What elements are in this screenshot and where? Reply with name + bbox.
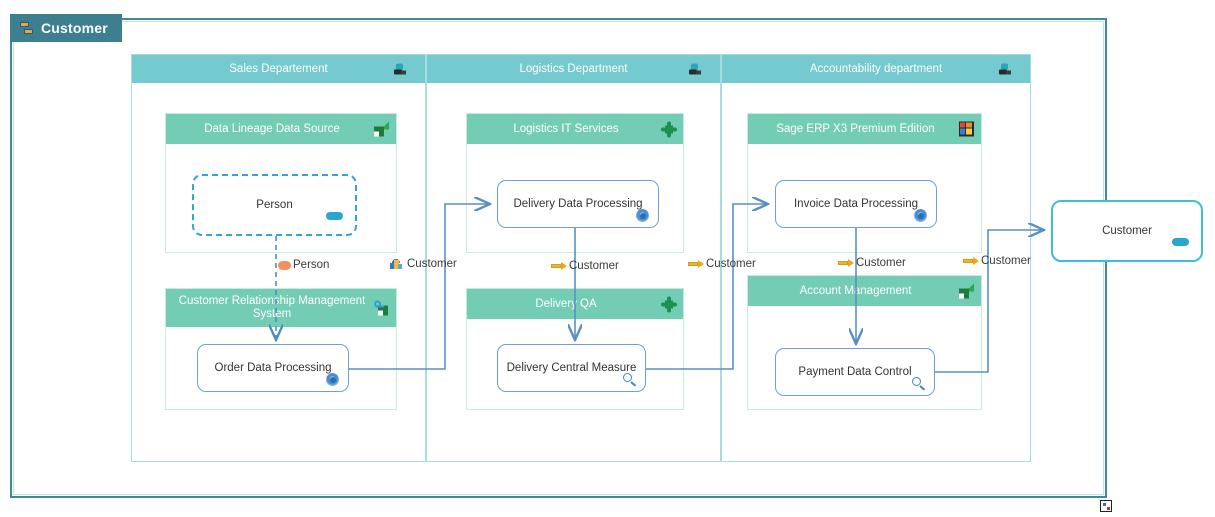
multicolor-chart-icon — [390, 259, 405, 269]
application-header[interactable]: Sage ERP X3 Premium Edition — [748, 114, 981, 144]
process-label: Delivery Central Measure — [506, 362, 637, 374]
application-title: Customer Relationship Management System — [178, 295, 366, 320]
application-header[interactable]: Logistics IT Services — [467, 114, 683, 144]
application-data-lineage-data-source[interactable]: Data Lineage Data Source — [165, 113, 397, 253]
application-title: Logistics IT Services — [513, 122, 619, 135]
application-component-icon — [374, 121, 389, 137]
swimlane-title: Sales Departement — [229, 63, 328, 75]
data-object-label: Customer — [1102, 225, 1152, 237]
orange-arrow-icon — [838, 259, 854, 267]
orange-arrow-icon — [551, 262, 567, 270]
swimlane-header[interactable]: Logistics Department — [427, 55, 720, 83]
flow-label-customer-1[interactable]: Customer — [390, 258, 457, 270]
lane-collapse-icon[interactable] — [689, 63, 702, 75]
flow-label-text: Customer — [407, 258, 457, 270]
flow-label-text: Customer — [569, 260, 619, 272]
magnifier-icon — [622, 372, 637, 387]
magnifier-icon — [911, 376, 926, 391]
application-component-icon — [959, 283, 974, 299]
application-key-icon — [374, 300, 389, 316]
flow-label-text: Customer — [706, 258, 756, 270]
resize-handle-icon[interactable] — [1100, 500, 1112, 512]
flow-label-text: Customer — [981, 255, 1031, 267]
gear-icon — [325, 372, 340, 387]
process-delivery-central-measure[interactable]: Delivery Central Measure — [497, 344, 646, 392]
data-object-icon — [20, 21, 34, 35]
view-tab-customer[interactable]: Customer — [10, 14, 122, 42]
flow-label-text: Customer — [856, 257, 906, 269]
swimlane-title: Logistics Department — [519, 63, 628, 75]
gear-icon — [913, 208, 928, 223]
lane-collapse-icon[interactable] — [394, 63, 407, 75]
flow-label-customer-3[interactable]: Customer — [688, 258, 756, 270]
process-label: Payment Data Control — [798, 366, 912, 378]
swimlane-header[interactable]: Accountability department — [722, 55, 1030, 83]
application-title: Delivery QA — [535, 297, 597, 310]
lane-collapse-icon[interactable] — [999, 63, 1012, 75]
view-tab-label: Customer — [41, 20, 108, 36]
gear-icon — [635, 208, 650, 223]
application-header[interactable]: Data Lineage Data Source — [166, 114, 396, 144]
orange-arrow-icon — [688, 260, 704, 268]
application-title: Sage ERP X3 Premium Edition — [776, 122, 935, 135]
data-pill-icon — [326, 212, 343, 220]
data-pill-icon — [1172, 238, 1189, 246]
swimlane-header[interactable]: Sales Departement — [132, 55, 425, 83]
process-label: Delivery Data Processing — [513, 198, 643, 210]
sage-erp-icon — [959, 121, 974, 137]
process-label: Invoice Data Processing — [793, 198, 918, 210]
swimlane-title: Accountability department — [809, 63, 943, 75]
process-order-data-processing[interactable]: Order Data Processing — [197, 344, 349, 392]
process-label: Order Data Processing — [214, 362, 332, 374]
application-header[interactable]: Customer Relationship Management System — [166, 289, 396, 327]
application-title: Account Management — [799, 284, 912, 297]
flow-label-customer-4[interactable]: Customer — [838, 257, 906, 269]
application-header[interactable]: Account Management — [748, 276, 981, 306]
data-object-label: Person — [256, 199, 293, 211]
data-object-person[interactable]: Person — [192, 174, 357, 236]
process-invoice-data-processing[interactable]: Invoice Data Processing — [775, 180, 937, 228]
process-payment-data-control[interactable]: Payment Data Control — [775, 348, 935, 396]
data-object-customer[interactable]: Customer — [1051, 200, 1203, 262]
orange-arrow-icon — [963, 257, 979, 265]
puzzle-piece-icon — [661, 296, 677, 313]
flow-label-customer-5[interactable]: Customer — [963, 255, 1031, 267]
flow-label-customer-2[interactable]: Customer — [551, 260, 619, 272]
application-header[interactable]: Delivery QA — [467, 289, 683, 319]
flow-label-text: Person — [293, 259, 330, 271]
process-delivery-data-processing[interactable]: Delivery Data Processing — [497, 180, 659, 228]
flow-label-person[interactable]: Person — [278, 259, 329, 271]
puzzle-piece-icon — [661, 121, 677, 138]
application-title: Data Lineage Data Source — [204, 122, 340, 135]
orange-ellipse-icon — [278, 260, 291, 270]
